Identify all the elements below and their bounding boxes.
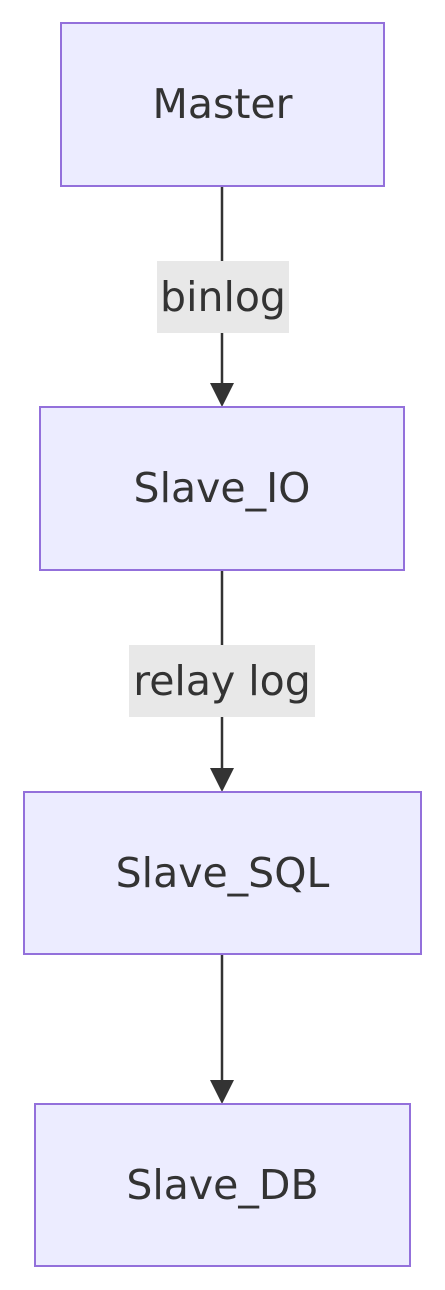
node-slave-sql: Slave_SQL: [23, 791, 422, 955]
node-box: [34, 1103, 411, 1267]
node-slave-io: Slave_IO: [39, 406, 405, 571]
node-box: [60, 22, 385, 187]
node-label: Slave_SQL: [116, 849, 330, 897]
node-label: Slave_DB: [126, 1161, 318, 1209]
node-slave-db: Slave_DB: [34, 1103, 411, 1267]
arrowhead-icon: [210, 383, 234, 407]
edge-label-relay-log: relay log: [133, 657, 311, 705]
edge-label-background: [129, 645, 315, 717]
arrowhead-icon: [210, 1080, 234, 1104]
node-label: Master: [152, 80, 292, 128]
node-label: Slave_IO: [134, 464, 311, 512]
edge-slave-io-to-slave-sql: relay log: [129, 570, 315, 792]
arrowhead-icon: [210, 768, 234, 792]
node-box: [23, 791, 422, 955]
node-box: [39, 406, 405, 571]
edge-master-to-slave-io: binlog: [157, 187, 289, 407]
edge-label-binlog: binlog: [160, 273, 286, 321]
node-master: Master: [60, 22, 385, 187]
edge-label-background: [157, 261, 289, 333]
edge-slave-sql-to-slave-db: [210, 955, 234, 1104]
